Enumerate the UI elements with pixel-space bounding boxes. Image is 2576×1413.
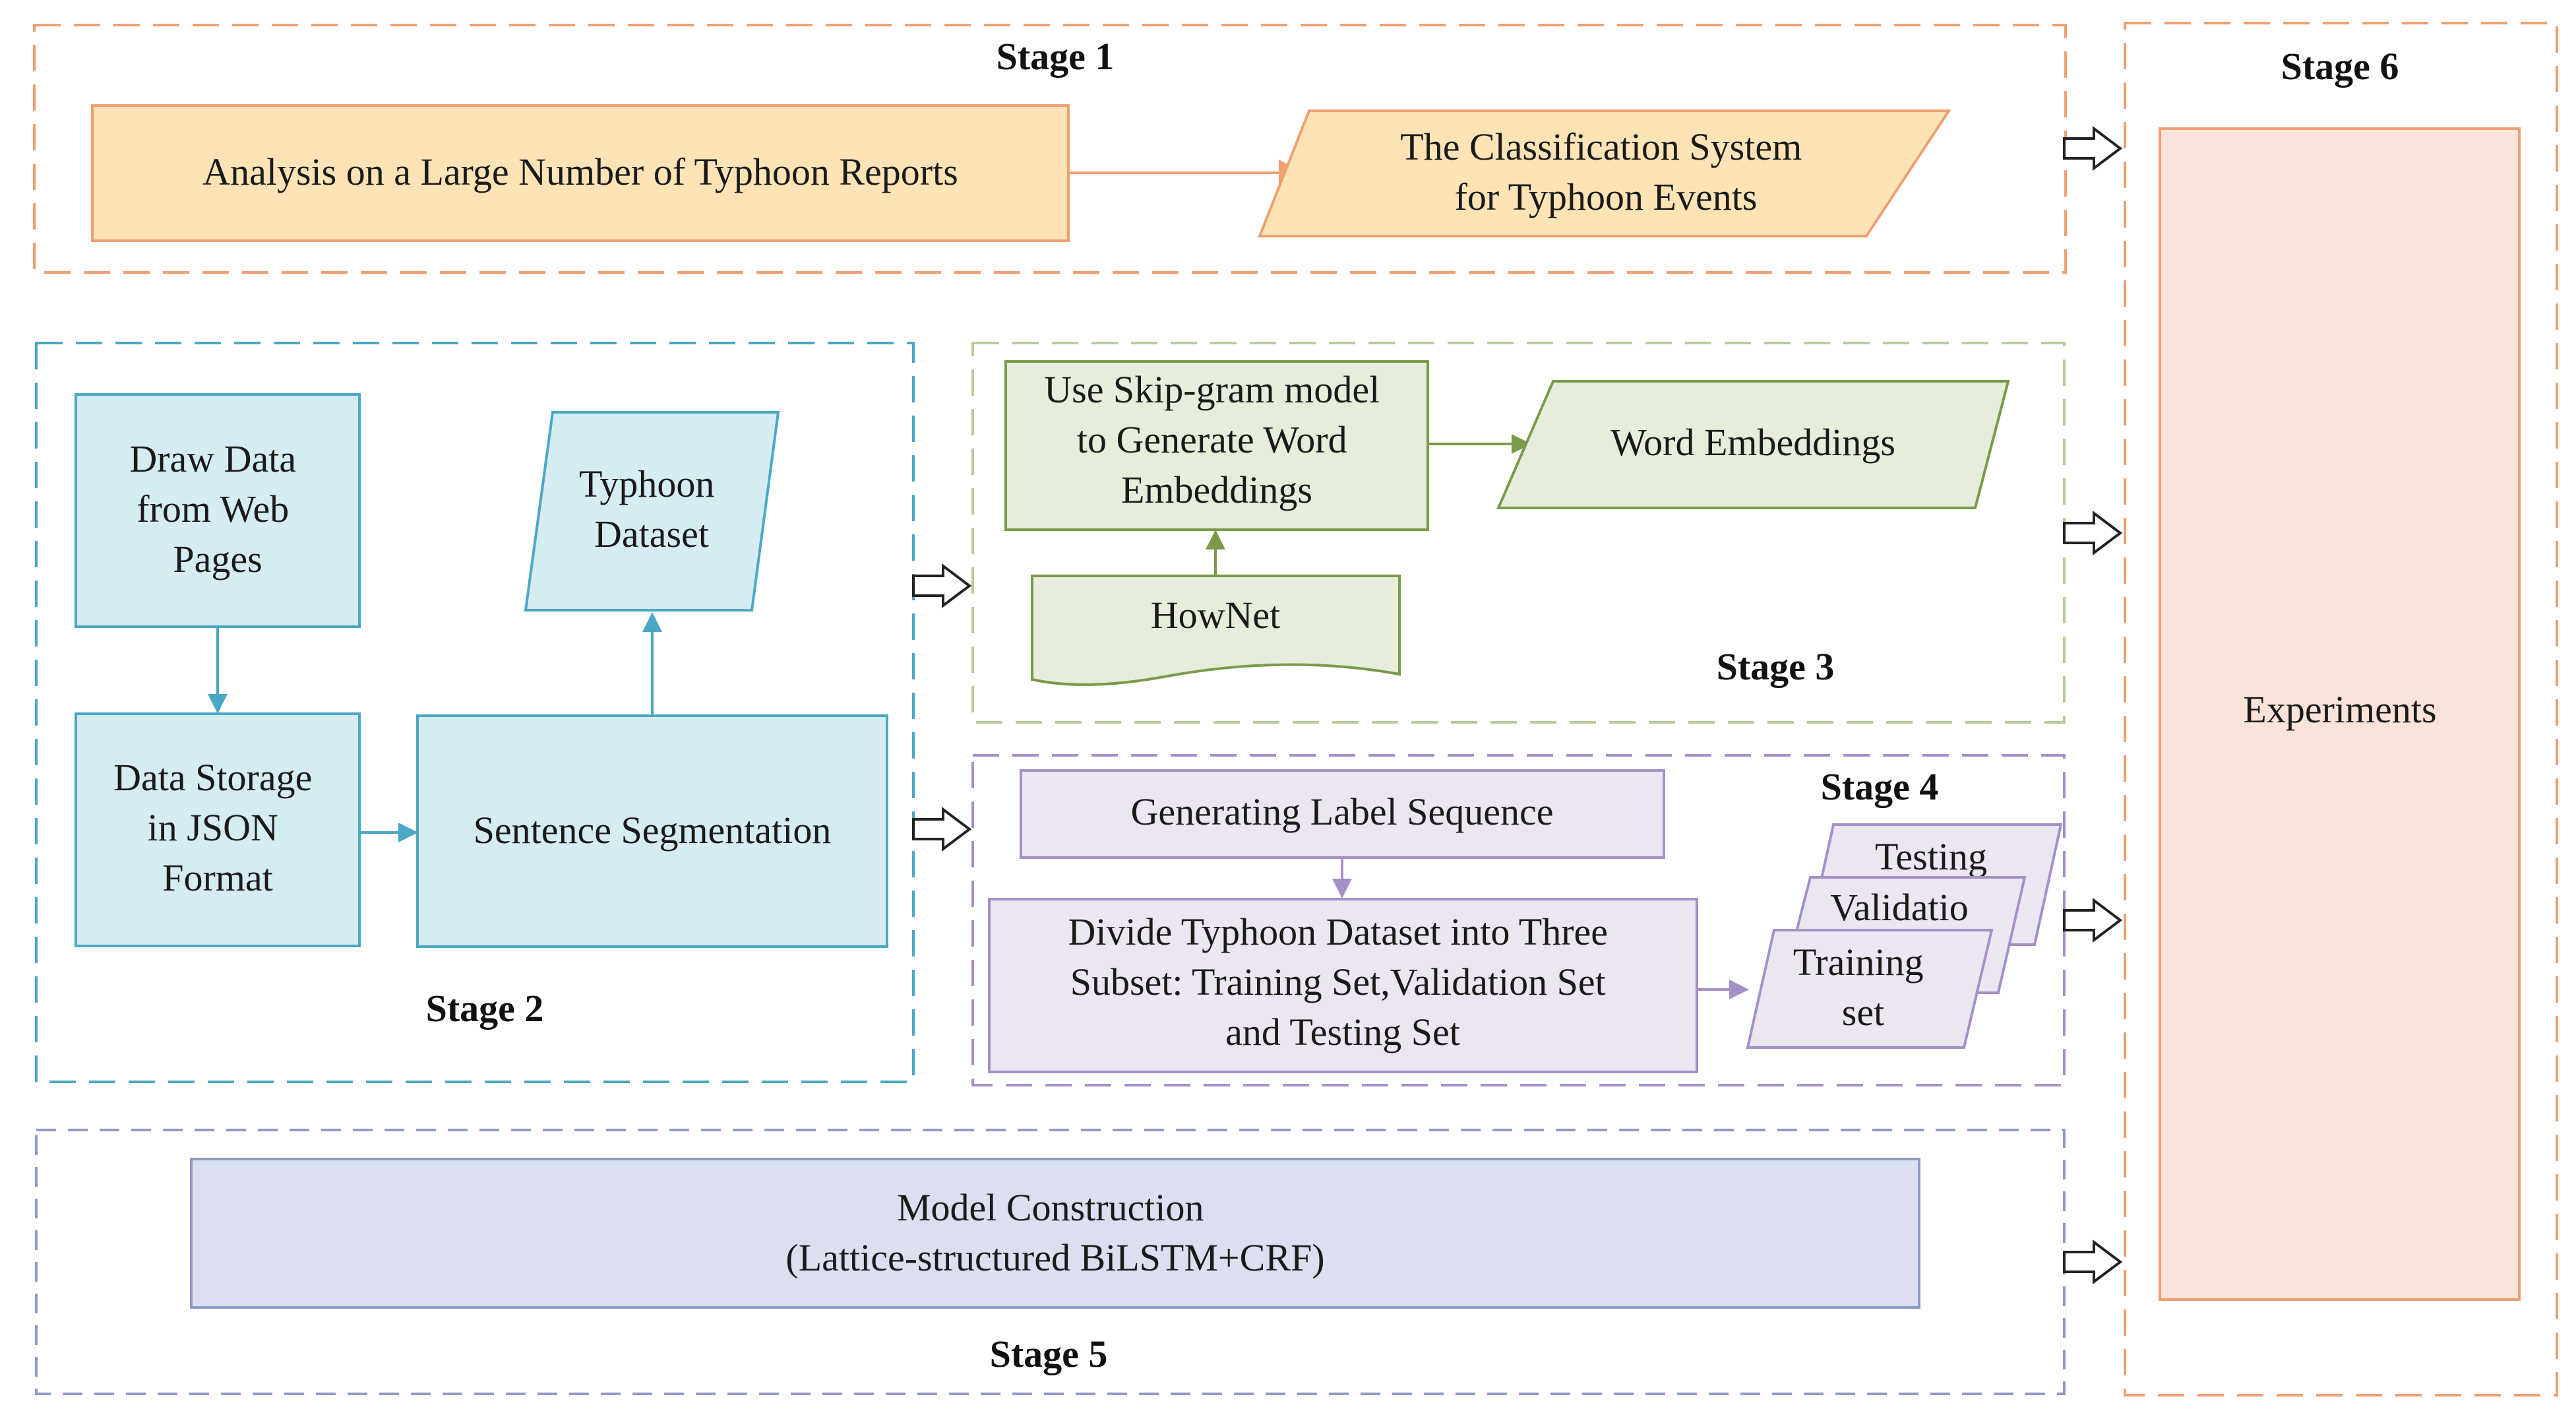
- stage4-label: Stage 4: [1821, 765, 1939, 808]
- typhoon-dataset-line1: Typhoon: [579, 462, 714, 505]
- hollow-arrows: [912, 126, 2123, 1284]
- model-construction-line2: (Lattice-structured BiLSTM+CRF): [785, 1236, 1324, 1279]
- training-subset-card: [1746, 929, 1994, 1049]
- stage5-to-stage6-arrow: [2063, 1240, 2123, 1284]
- training-line2: set: [1842, 991, 1884, 1034]
- draw-data-text: Draw Data from Web Pages: [129, 437, 305, 581]
- skipgram-line2: to Generate Word: [1077, 418, 1347, 461]
- stage6-label: Stage 6: [2281, 45, 2399, 88]
- stage2-to-stage3-arrow: [912, 563, 972, 608]
- stage2-label: Stage 2: [426, 987, 544, 1030]
- divide-dataset-line3: and Testing Set: [1225, 1011, 1460, 1053]
- label-sequence-text: Generating Label Sequence: [1131, 790, 1554, 833]
- sentence-segmentation-text: Sentence Segmentation: [474, 809, 832, 852]
- skipgram-line3: Embeddings: [1121, 468, 1312, 511]
- experiments-text: Experiments: [2243, 688, 2436, 731]
- data-storage-line1: Data Storage: [113, 756, 312, 799]
- word-embeddings-text: Word Embeddings: [1610, 421, 1895, 464]
- model-construction-text: Model Construction (Lattice-structured B…: [785, 1186, 1324, 1279]
- validation-subset-text: Validatio: [1830, 886, 1968, 929]
- analysis-text: Analysis on a Large Number of Typhoon Re…: [202, 150, 958, 193]
- stage3-to-stage6-arrow: [2063, 511, 2123, 555]
- stage3-label: Stage 3: [1717, 645, 1835, 688]
- classification-line2: for Typhoon Events: [1455, 175, 1758, 218]
- draw-data-line3: Pages: [173, 538, 262, 581]
- divide-dataset-line1: Divide Typhoon Dataset into Three: [1068, 910, 1608, 953]
- draw-data-line1: Draw Data: [129, 437, 296, 480]
- word-embeddings-parallelogram: [1496, 380, 2010, 509]
- experiments-box: [2159, 127, 2521, 1301]
- data-storage-text: Data Storage in JSON Format: [113, 756, 322, 899]
- label-sequence-box: [1020, 769, 1665, 859]
- classification-line1: The Classification System: [1400, 125, 1802, 168]
- stage1-to-stage6-arrow: [2063, 126, 2123, 171]
- skipgram-line1: Use Skip-gram model: [1044, 368, 1380, 411]
- data-storage-line2: in JSON: [148, 806, 278, 849]
- divide-dataset-line2: Subset: Training Set,Validation Set: [1070, 960, 1606, 1003]
- typhoon-dataset-line2: Dataset: [594, 513, 709, 555]
- classification-text: The Classification System for Typhoon Ev…: [1400, 125, 1811, 218]
- stage4-to-stage6-arrow: [2063, 898, 2123, 943]
- stage1-label: Stage 1: [997, 35, 1115, 78]
- stage4-frame: [971, 754, 2066, 1086]
- training-line1: Training: [1793, 941, 1924, 984]
- hownet-text: HowNet: [1151, 594, 1281, 637]
- classification-parallelogram: [1258, 110, 1951, 237]
- hownet-document-shape: [1031, 575, 1401, 686]
- testing-subset-text: Testing: [1875, 835, 1987, 878]
- model-construction-line1: Model Construction: [897, 1186, 1204, 1229]
- skipgram-box: [1004, 360, 1429, 531]
- stage2-to-stage4-arrow: [912, 807, 972, 852]
- skipgram-text: Use Skip-gram model to Generate Word Emb…: [1044, 368, 1390, 511]
- divide-dataset-box: [988, 898, 1698, 1073]
- typhoon-dataset-parallelogram: [524, 411, 780, 612]
- training-subset-text: Training set: [1793, 941, 1933, 1034]
- typhoon-dataset-text: Typhoon Dataset: [579, 462, 724, 555]
- stage2-frame: [35, 342, 915, 1083]
- draw-data-box: [75, 393, 361, 628]
- data-storage-line3: Format: [162, 856, 273, 899]
- divide-dataset-text: Divide Typhoon Dataset into Three Subset…: [1068, 910, 1617, 1053]
- draw-data-line2: from Web: [137, 487, 289, 530]
- sentence-segmentation-box: [416, 714, 888, 948]
- stage6-frame: [2124, 22, 2558, 1397]
- model-construction-box: [190, 1158, 1920, 1309]
- analysis-box: [91, 104, 1070, 242]
- stage5-label: Stage 5: [990, 1333, 1108, 1375]
- data-storage-box: [75, 712, 361, 947]
